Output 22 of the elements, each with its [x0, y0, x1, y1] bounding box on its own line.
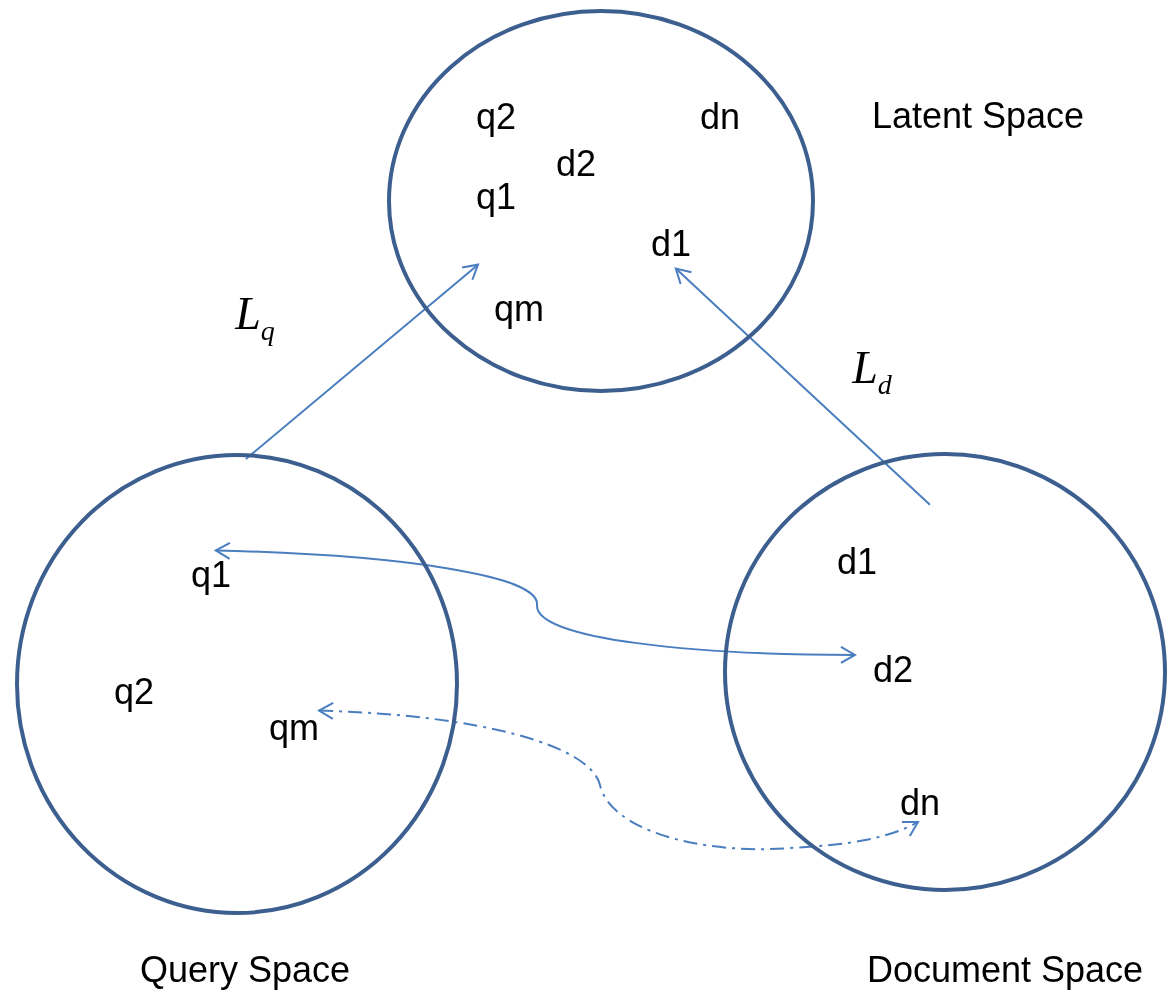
point-label: d1 [651, 224, 691, 264]
point-label: q1 [476, 177, 516, 217]
arrow [244, 263, 479, 460]
point-label: d1 [837, 542, 877, 582]
point-label: d2 [873, 650, 913, 690]
point-label: qm [494, 289, 544, 329]
point-label: dn [900, 783, 940, 823]
space-label: Query Space [139, 950, 351, 990]
arrow [214, 541, 856, 664]
space-ellipse [723, 452, 1167, 892]
point-label: q2 [476, 97, 516, 137]
space-label: Latent Space [871, 96, 1085, 136]
point-label: q2 [114, 672, 154, 712]
space-label: Document Space [866, 950, 1144, 990]
point-label: d2 [556, 144, 596, 184]
point-label: dn [700, 97, 740, 137]
point-label: q1 [191, 555, 231, 595]
point-label: qm [269, 708, 319, 748]
space-ellipse [387, 9, 815, 393]
space-ellipse [15, 453, 459, 915]
arrow [318, 702, 919, 851]
arrow [674, 267, 931, 506]
